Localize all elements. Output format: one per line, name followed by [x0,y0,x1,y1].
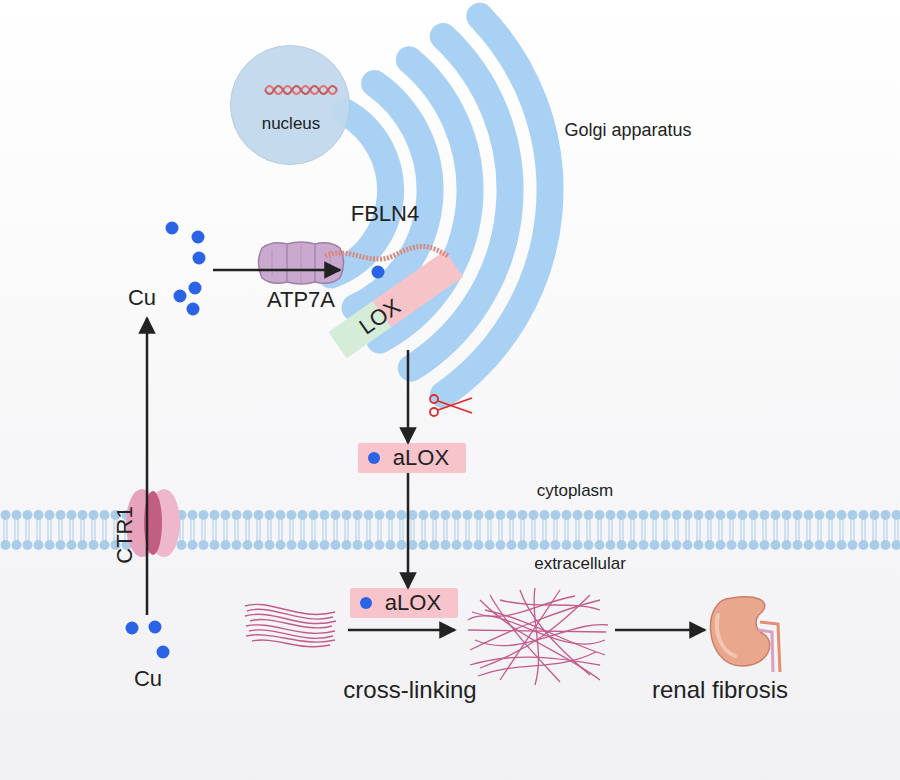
scissors-icon [430,395,472,416]
compartment-label: extracellular [534,555,626,574]
process-label: cross-linking [343,677,476,703]
collagen-fibers [245,604,336,646]
kidney-icon [710,597,780,672]
copper-dot [372,266,385,279]
enzyme-box: LOX [340,255,460,350]
arrow-connector [213,269,340,272]
copper-channel: CTR1 [112,485,187,585]
node-text: nucleus [262,115,321,134]
fbln4-fiber [325,246,448,259]
copper-pool: Cu [118,218,213,318]
active-enzyme-box: aLOX [350,588,458,618]
node-text: Cu [134,667,162,691]
arrow-connector [146,318,149,615]
arrow-connector [407,473,410,588]
node-text: Cu [128,286,156,310]
copper-dot [368,452,380,464]
organelle-label: Golgi apparatus [564,121,691,141]
copper-dots [126,222,206,659]
node-text: aLOX [385,591,441,615]
transporter-protein: ATP7A [252,238,350,316]
process-arrow [348,629,455,632]
node-outline [340,255,460,350]
active-enzyme-box: aLOX [358,443,466,473]
nucleus-circle: nucleus [230,45,350,165]
protein-label: FBLN4 [351,202,419,226]
copper-dot [360,597,372,609]
copper-pool: Cu [118,615,183,695]
node-text: aLOX [393,446,449,470]
outcome-label: renal fibrosis [652,677,788,703]
compartment-label: cytoplasm [537,482,614,501]
process-arrow [615,629,705,632]
dna-helix [265,86,337,94]
arrow-connector [407,350,410,443]
node-text: ATP7A [267,288,335,312]
crosslinked-fibers [468,588,608,685]
node-text: CTR1 [113,506,137,563]
